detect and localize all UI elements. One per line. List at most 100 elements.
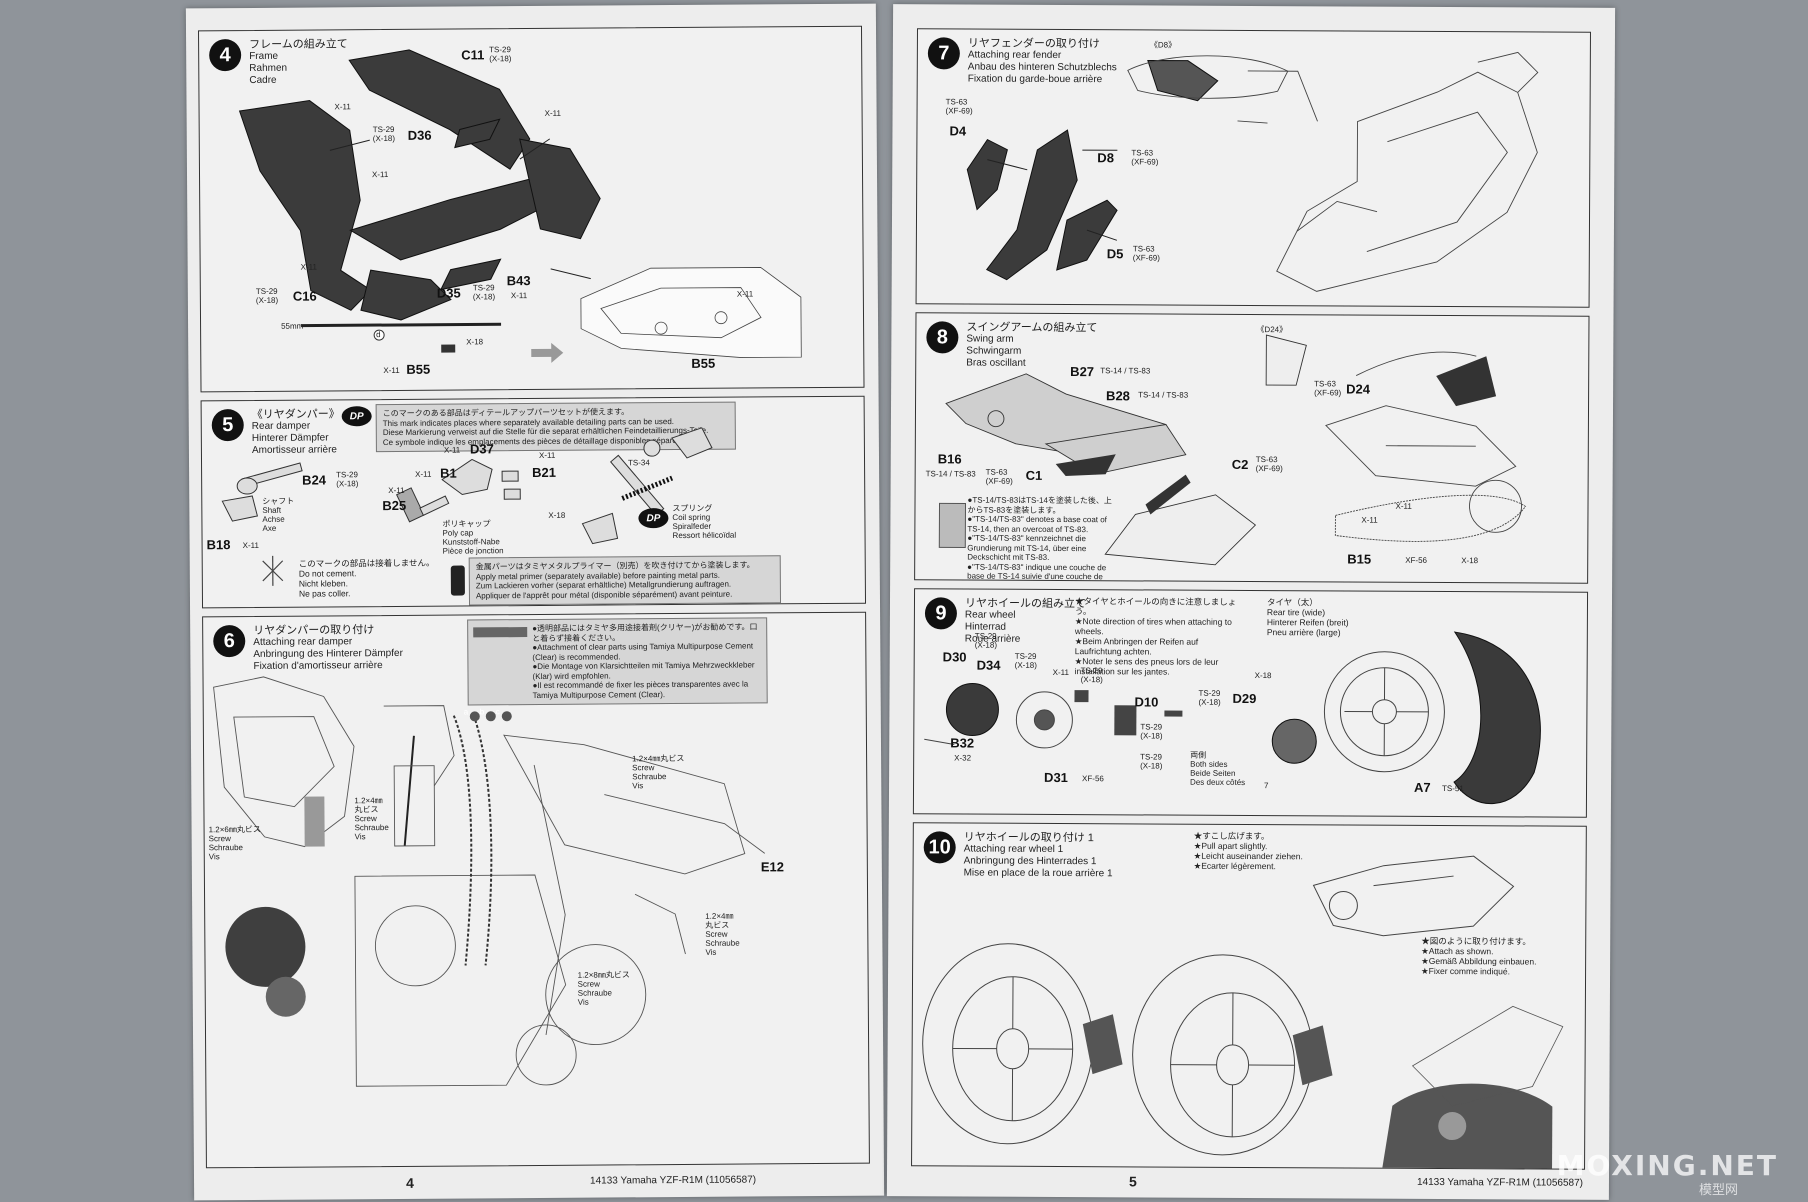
b18-paint: X-11	[242, 540, 259, 551]
swing-arm-illustration	[938, 334, 1527, 566]
instruction-page-left: 4 フレームの組み立て Frame Rahmen Cadre	[185, 3, 885, 1201]
rear-damper-illustration	[221, 427, 713, 596]
b27-paint: TS-14 / TS-83	[1100, 366, 1151, 376]
d8-label: D8	[1097, 150, 1114, 166]
ts29-label-b: TS-29 (X-18)	[1140, 722, 1163, 741]
rear-damper-installation-illustration	[213, 627, 766, 1087]
rear-wheel-attach-illustration	[922, 855, 1564, 1170]
x11-label-b: X-11	[1395, 501, 1412, 511]
b55-paint: X-11	[383, 365, 400, 376]
footer-left: 14133 Yamaha YZF-R1M (11056587)	[590, 1174, 757, 1187]
step-7-panel: 7 リヤフェンダーの取り付け Attaching rear fender Anb…	[915, 28, 1591, 308]
watermark-logo: MOXING.NET	[1556, 1149, 1778, 1182]
c11-paint: TS-29 (X-18)	[489, 45, 512, 64]
b1-label: B1	[440, 465, 457, 481]
c1-label: C1	[1025, 467, 1043, 483]
screw-4mm-label-c: 1.2×4㎜ 丸ビス Screw Schraube Vis	[705, 911, 740, 957]
step-10-panel: 10 リヤホイールの取り付け 1 Attaching rear wheel 1 …	[911, 822, 1587, 1170]
screw-4mm-label-a: 1.2×4㎜ 丸ビス Screw Schraube Vis	[354, 796, 389, 842]
c16-paint: TS-29 (X-18)	[255, 286, 279, 305]
b27-label: B27	[1070, 364, 1095, 380]
ref-a: a	[463, 707, 469, 717]
x11-label-2: X-11	[544, 108, 561, 118]
spring-label: スプリング Coil spring Spiralfeder Ressort hé…	[672, 503, 737, 541]
d36-label: D36	[407, 127, 432, 143]
b28-paint: TS-14 / TS-83	[1138, 390, 1189, 400]
b55-label-2: B55	[691, 355, 716, 371]
x18-label: X-18	[466, 337, 484, 347]
c1-paint: TS-63 (XF-69)	[985, 467, 1013, 486]
b24-paint: TS-29 (X-18)	[336, 470, 359, 489]
x18-label: X-18	[548, 510, 566, 520]
ts29-label-a: TS-29 (X-18)	[1080, 666, 1103, 685]
x11-label-1: X-11	[334, 102, 351, 112]
d34-label: D34	[976, 657, 1001, 673]
ref-d-label: d	[376, 330, 381, 340]
screw-8mm-label: 1.2×8㎜丸ビス Screw Schraube Vis	[577, 970, 630, 1007]
a7-label: A7	[1413, 779, 1431, 795]
xf56-label: XF-56	[1405, 555, 1428, 565]
e12-label: E12	[760, 859, 785, 875]
d4-paint: TS-63 (XF-69)	[945, 97, 973, 116]
ts34-label: TS-34	[627, 458, 650, 468]
c2-label: C2	[1231, 456, 1249, 472]
dp-mark-icon-2: DP	[638, 508, 669, 529]
circle-7-label: 7	[1264, 781, 1269, 791]
rear-fender-illustration	[966, 51, 1539, 292]
b25-label: B25	[382, 497, 407, 514]
ref-b: b	[479, 707, 485, 717]
step-4-panel: 4 フレームの組み立て Frame Rahmen Cadre	[198, 25, 865, 393]
d30-paint: TS-29 (X-18)	[974, 631, 998, 650]
polycap-label: ポリキャップ Poly cap Kunststoff-Nabe Pièce de…	[442, 519, 504, 556]
b16-label: B16	[937, 451, 962, 467]
d29-label: D29	[1232, 690, 1257, 707]
step-9-panel: 9 リヤホイールの組み立て Rear wheel Hinterrad Roue …	[912, 588, 1589, 818]
step-6-panel: 6 リヤダンパーの取り付け Attaching rear damper Anbr…	[202, 611, 870, 1169]
b21-label: B21	[532, 464, 557, 481]
metal-primer-notice: 金属パーツはタミヤメタルプライマー（別売）を吹き付けてから塗装します。 Appl…	[468, 555, 782, 606]
d5-label: D5	[1106, 246, 1124, 262]
ts29-label-c: TS-29 (X-18)	[1140, 752, 1163, 771]
x11-label-a: X-11	[1361, 515, 1378, 525]
x18-label: X-18	[1254, 671, 1272, 681]
instruction-page-right: 7 リヤフェンダーの取り付け Attaching rear fender Anb…	[886, 4, 1616, 1200]
b24-label: B24	[302, 472, 327, 488]
step-8-panel: 8 スイングアームの組み立て Swing arm Schwingarm Bras…	[914, 312, 1590, 584]
paint-note: ●TS-14/TS-83はTS-14を塗装した後、上からTS-83を塗装します。…	[967, 495, 1112, 584]
rear-wheel-illustration	[924, 631, 1541, 805]
c16-label: C16	[292, 288, 317, 304]
shaft-label: シャフト Shaft Achse Axe	[262, 496, 295, 533]
b16-paint: TS-14 / TS-83	[925, 469, 976, 479]
d36-paint: TS-29 (X-18)	[372, 124, 396, 144]
x11-label: X-11	[1052, 667, 1069, 678]
d24-paint: TS-63 (XF-69)	[1314, 379, 1342, 398]
no-cement-note: このマークの部品は接着しません。 Do not cement. Nicht kl…	[298, 557, 435, 599]
d8-ref: 《D8》	[1149, 40, 1177, 50]
watermark-subtitle: 模型网	[1698, 1182, 1738, 1197]
ref-c: c	[495, 707, 500, 717]
screw-4mm-label-b: 1.2×4㎜丸ビス Screw Schraube Vis	[632, 753, 685, 791]
b43-paint: X-11	[510, 291, 528, 301]
b25-paint: X-11	[388, 485, 405, 496]
d8-paint: TS-63 (XF-69)	[1131, 148, 1159, 167]
x11-label-4: X-11	[300, 262, 317, 272]
x11-label-3: X-11	[371, 170, 389, 180]
d31-label: D31	[1044, 769, 1068, 786]
screw-6mm-label: 1.2×6㎜丸ビス Screw Schraube Vis	[208, 824, 261, 862]
page-number-left: 4	[405, 1174, 414, 1191]
b21-paint: X-11	[538, 450, 556, 460]
d37-label: D37	[469, 441, 494, 457]
d5-paint: TS-63 (XF-69)	[1132, 244, 1160, 263]
b55-label: B55	[406, 361, 431, 377]
c11-label: C11	[461, 47, 485, 63]
c2-paint: TS-63 (XF-69)	[1255, 455, 1283, 474]
d24-label: D24	[1346, 381, 1371, 397]
d37-paint: X-11	[443, 445, 461, 455]
cement-tube-icon	[473, 627, 528, 638]
b32-label: B32	[950, 735, 975, 751]
a7-paint: TS-51	[1442, 784, 1464, 794]
d34-paint: TS-29 (X-18)	[1014, 651, 1037, 670]
both-sides-label: 両側 Both sides Beide Seiten Des deux côté…	[1190, 750, 1246, 787]
b18-label: B18	[206, 537, 231, 553]
b28-label: B28	[1106, 388, 1130, 404]
